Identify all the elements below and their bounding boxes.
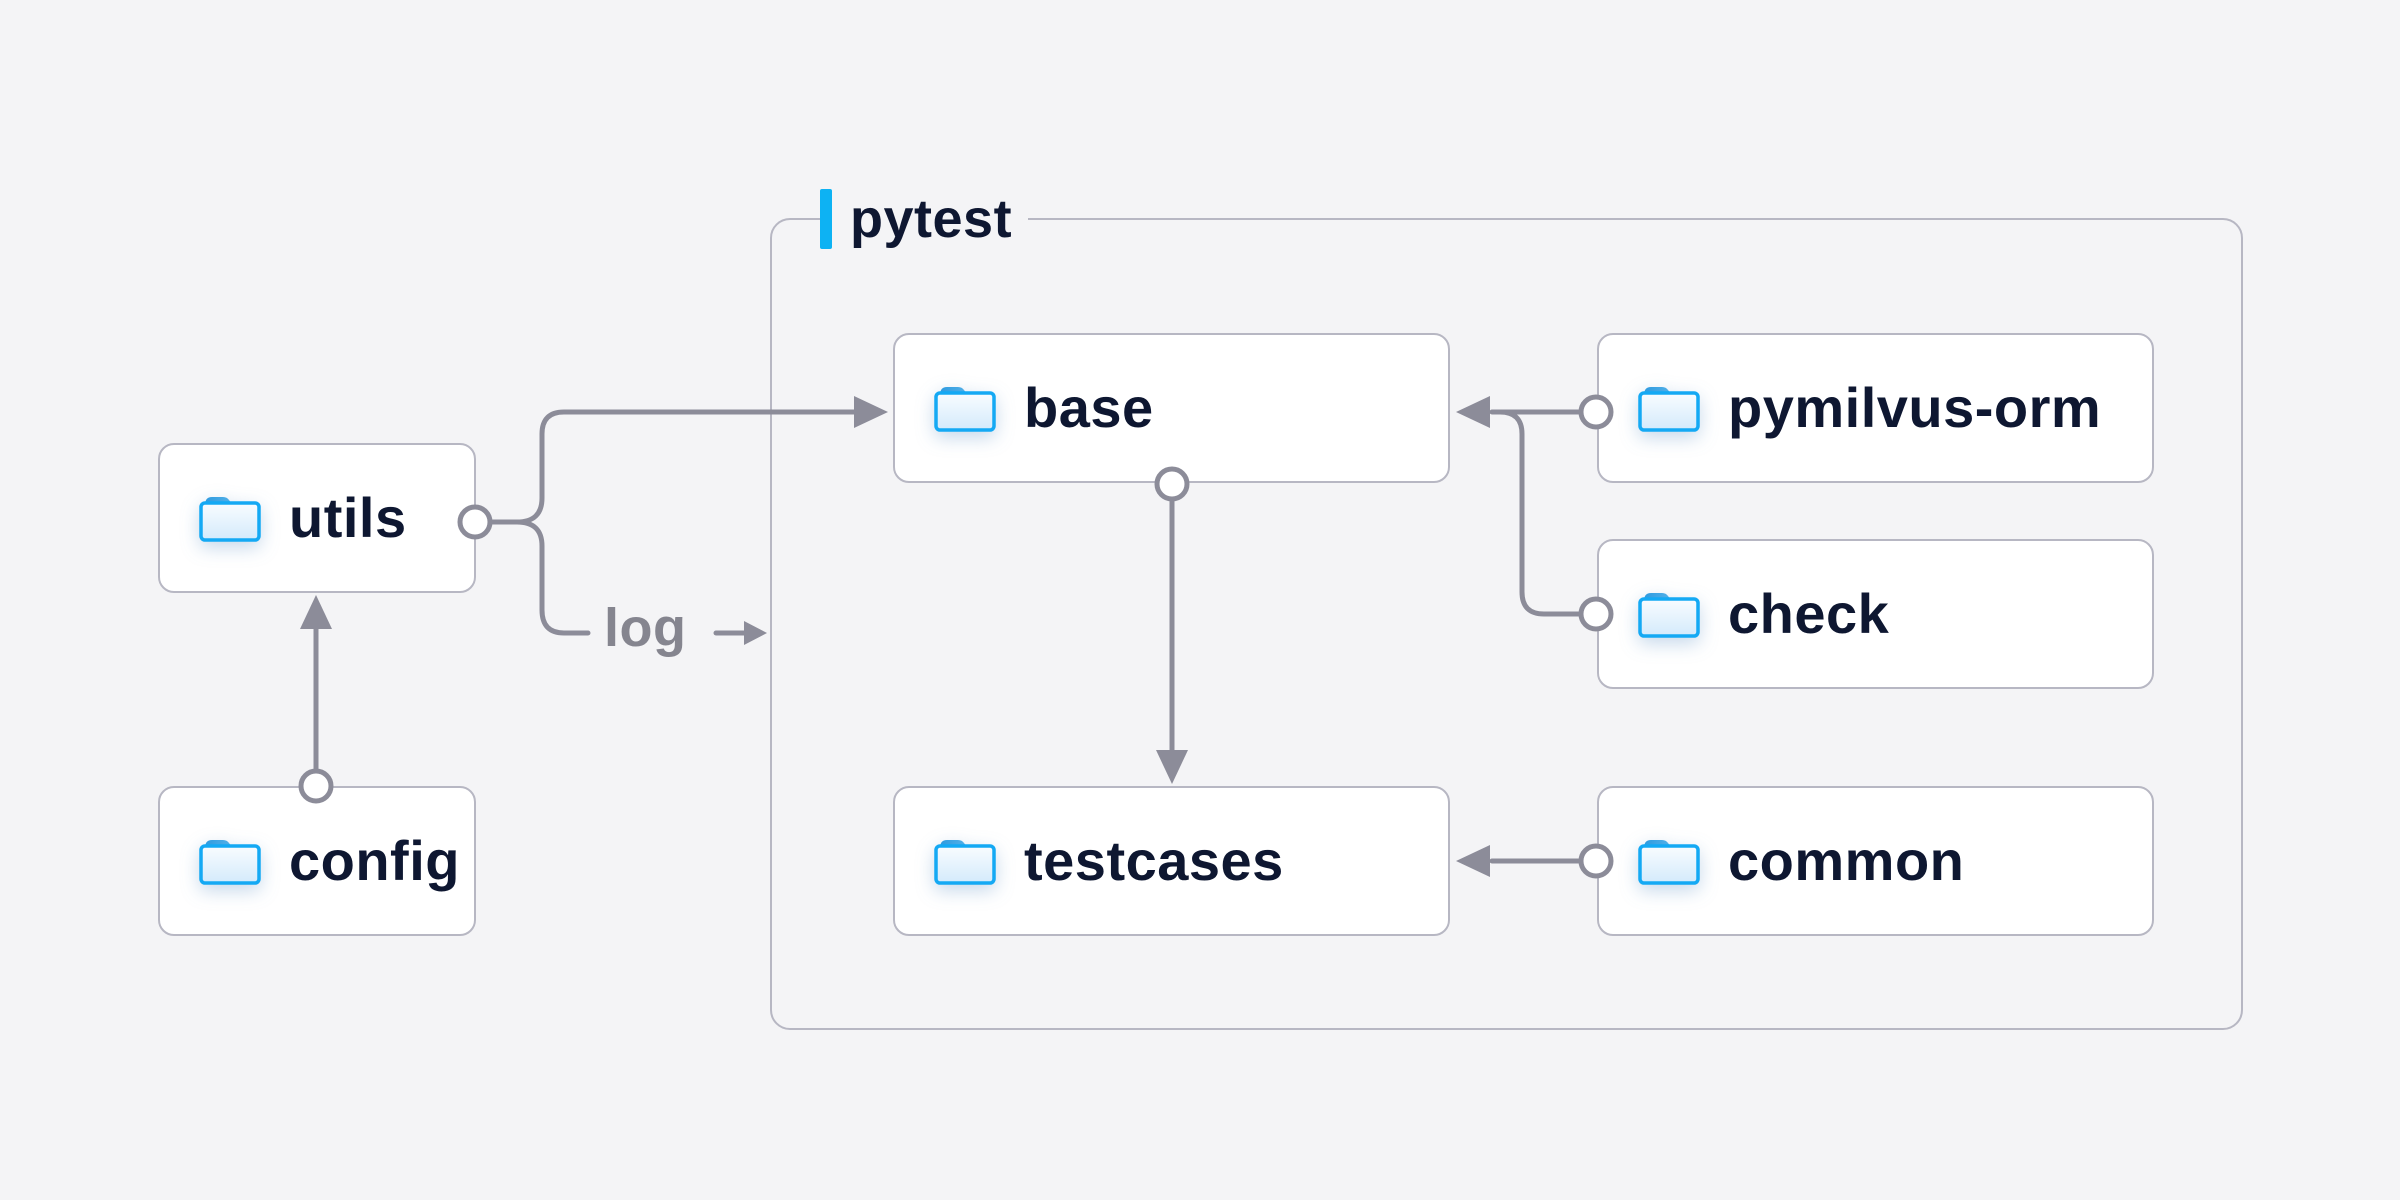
accent-bar: [820, 189, 832, 249]
node-label: utils: [289, 486, 407, 549]
folder-icon: [1638, 593, 1700, 638]
pytest-group-label: pytest: [820, 188, 1029, 250]
edge-label-log: log: [604, 598, 687, 658]
folder-icon: [1638, 387, 1700, 432]
node-common: common: [1597, 786, 2154, 936]
node-utils: utils: [158, 443, 476, 593]
node-label: common: [1728, 829, 1965, 892]
folder-icon: [199, 840, 261, 885]
node-base: base: [893, 333, 1450, 483]
node-config: config: [158, 786, 476, 936]
folder-icon: [934, 840, 996, 885]
arrowhead-up-icon: [300, 595, 332, 629]
folder-icon: [199, 497, 261, 542]
node-testcases: testcases: [893, 786, 1450, 936]
node-label: testcases: [1024, 829, 1284, 892]
pytest-group-title: pytest: [850, 189, 1013, 249]
node-label: pymilvus-orm: [1728, 376, 2102, 439]
node-label: config: [289, 829, 460, 892]
node-pymilvus-orm: pymilvus-orm: [1597, 333, 2154, 483]
node-label: base: [1024, 376, 1154, 439]
arrowhead-right-small-icon: [744, 621, 767, 645]
folder-icon: [1638, 840, 1700, 885]
node-check: check: [1597, 539, 2154, 689]
folder-icon: [934, 387, 996, 432]
node-label: check: [1728, 582, 1890, 645]
edge-utils-log: [514, 519, 591, 636]
pytest-group-container: [770, 218, 2243, 1030]
